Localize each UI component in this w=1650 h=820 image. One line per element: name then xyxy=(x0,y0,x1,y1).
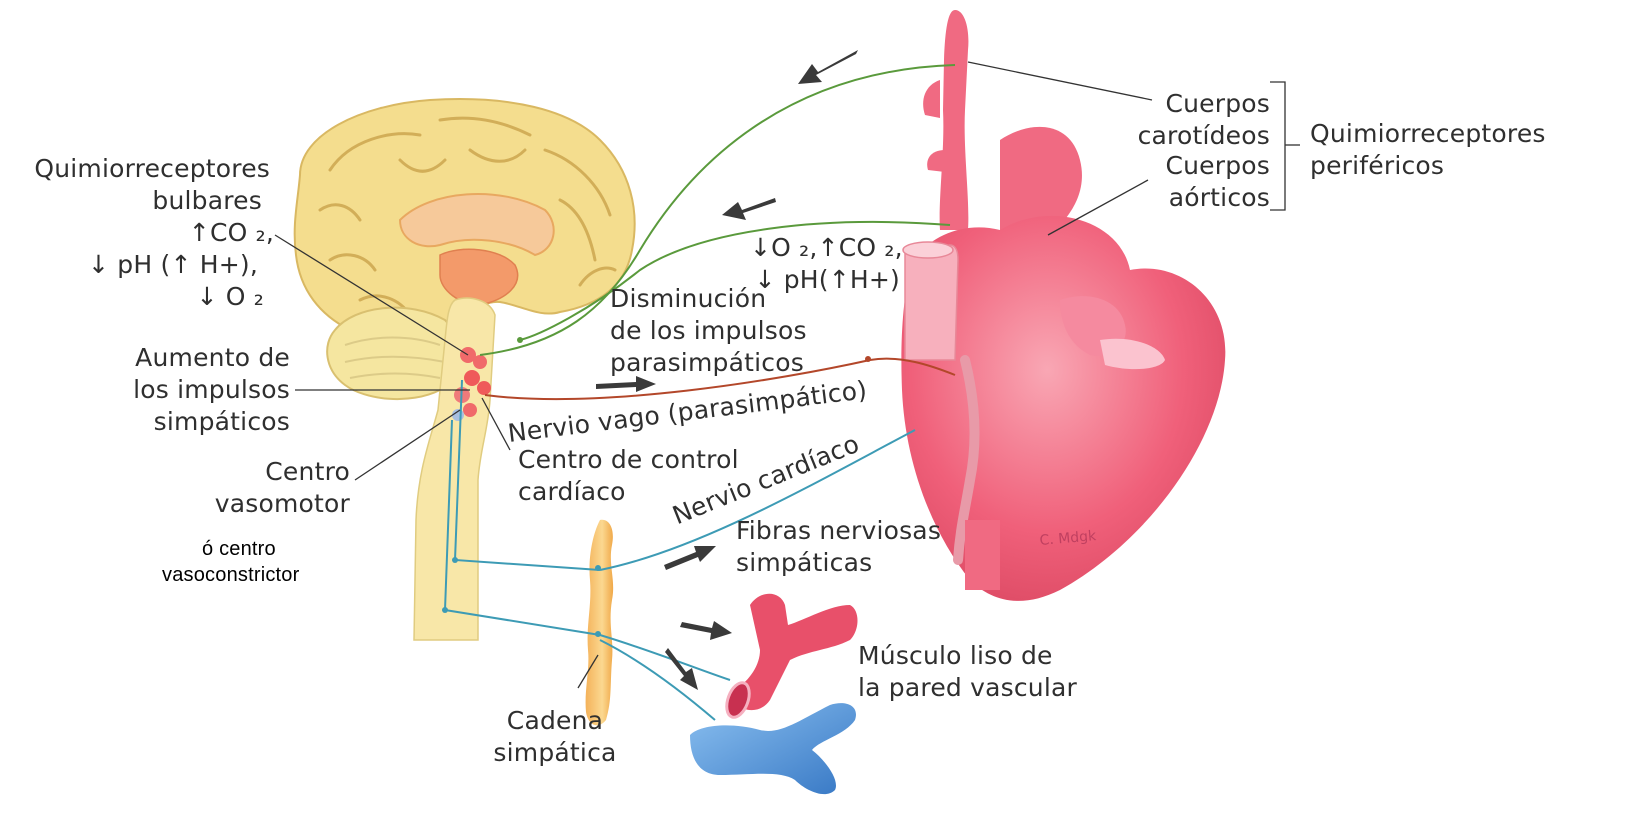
label-centro-vasoconstrictor: ó centro vasoconstrictor xyxy=(160,536,340,588)
label-line: Cuerpos xyxy=(1110,150,1270,182)
label-centro-vasomotor: Centro vasomotor xyxy=(200,456,350,520)
label-line: Disminución xyxy=(610,283,807,315)
label-fibras: Fibras nerviosas simpáticas xyxy=(736,515,941,579)
label-line: vasomotor xyxy=(200,488,350,520)
label-line: Quimiorreceptores xyxy=(0,153,270,185)
arrow-carotid xyxy=(798,50,858,84)
brain xyxy=(295,99,635,640)
label-line: Músculo liso de xyxy=(858,640,1077,672)
nucleus xyxy=(477,381,491,395)
vein xyxy=(690,703,856,794)
label-cuerpos-aorticos: Cuerpos aórticos xyxy=(1110,150,1270,214)
label-musculo-liso: Músculo liso de la pared vascular xyxy=(858,640,1077,704)
arrow-aortic xyxy=(722,198,776,220)
label-line: Aumento de xyxy=(100,342,290,374)
cerebellum xyxy=(327,308,458,399)
vascular-nerve-1 xyxy=(600,635,730,680)
label-aumento-impulsos: Aumento de los impulsos simpáticos xyxy=(100,342,290,438)
label-line: Centro xyxy=(200,456,350,488)
label-line: aórticos xyxy=(1110,182,1270,214)
nucleus xyxy=(464,370,480,386)
label-disminucion: Disminución de los impulsos parasimpátic… xyxy=(610,283,807,379)
nucleus xyxy=(473,355,487,369)
label-cuerpos-carotideos: Cuerpos carotídeos xyxy=(1110,88,1270,152)
label-line: ó centro xyxy=(160,536,340,562)
label-line: Fibras nerviosas xyxy=(736,515,941,547)
label-line: simpática xyxy=(490,737,620,769)
inferior-vena-cava xyxy=(965,520,1000,590)
label-line: carotídeos xyxy=(1110,120,1270,152)
label-line: Cuerpos xyxy=(1110,88,1270,120)
label-line: la pared vascular xyxy=(858,672,1077,704)
arrow-muscle xyxy=(680,621,732,640)
label-line: ↓O ₂,↑CO ₂, xyxy=(750,232,900,264)
label-line: de los impulsos xyxy=(610,315,807,347)
label-line: los impulsos xyxy=(100,374,290,406)
label-line: Centro de control xyxy=(518,444,739,476)
carotid-artery xyxy=(940,10,969,230)
label-quimiorreceptores-bulbares: Quimiorreceptores bulbares ↑CO ₂, ↓ pH (… xyxy=(0,153,270,313)
label-line: vasoconstrictor xyxy=(160,562,340,588)
label-quimiorreceptores-perifericos: Quimiorreceptores periféricos xyxy=(1310,118,1546,182)
label-line: Cadena xyxy=(490,705,620,737)
vena-cava xyxy=(905,245,958,360)
label-line: bulbares xyxy=(0,185,262,217)
label-line: simpáticas xyxy=(736,547,941,579)
label-line: simpáticos xyxy=(100,406,290,438)
label-line: periféricos xyxy=(1310,150,1546,182)
label-line: ↑CO ₂, xyxy=(0,217,274,249)
label-line: ↓ pH (↑ H+), xyxy=(0,249,258,281)
label-line: parasimpáticos xyxy=(610,347,807,379)
sympathetic-chain xyxy=(586,520,614,726)
arteriole xyxy=(735,594,858,710)
nucleus xyxy=(463,403,477,417)
label-cadena-simpatica: Cadena simpática xyxy=(490,705,620,769)
label-line: Quimiorreceptores xyxy=(1310,118,1546,150)
label-line: ↓ O ₂ xyxy=(0,281,264,313)
